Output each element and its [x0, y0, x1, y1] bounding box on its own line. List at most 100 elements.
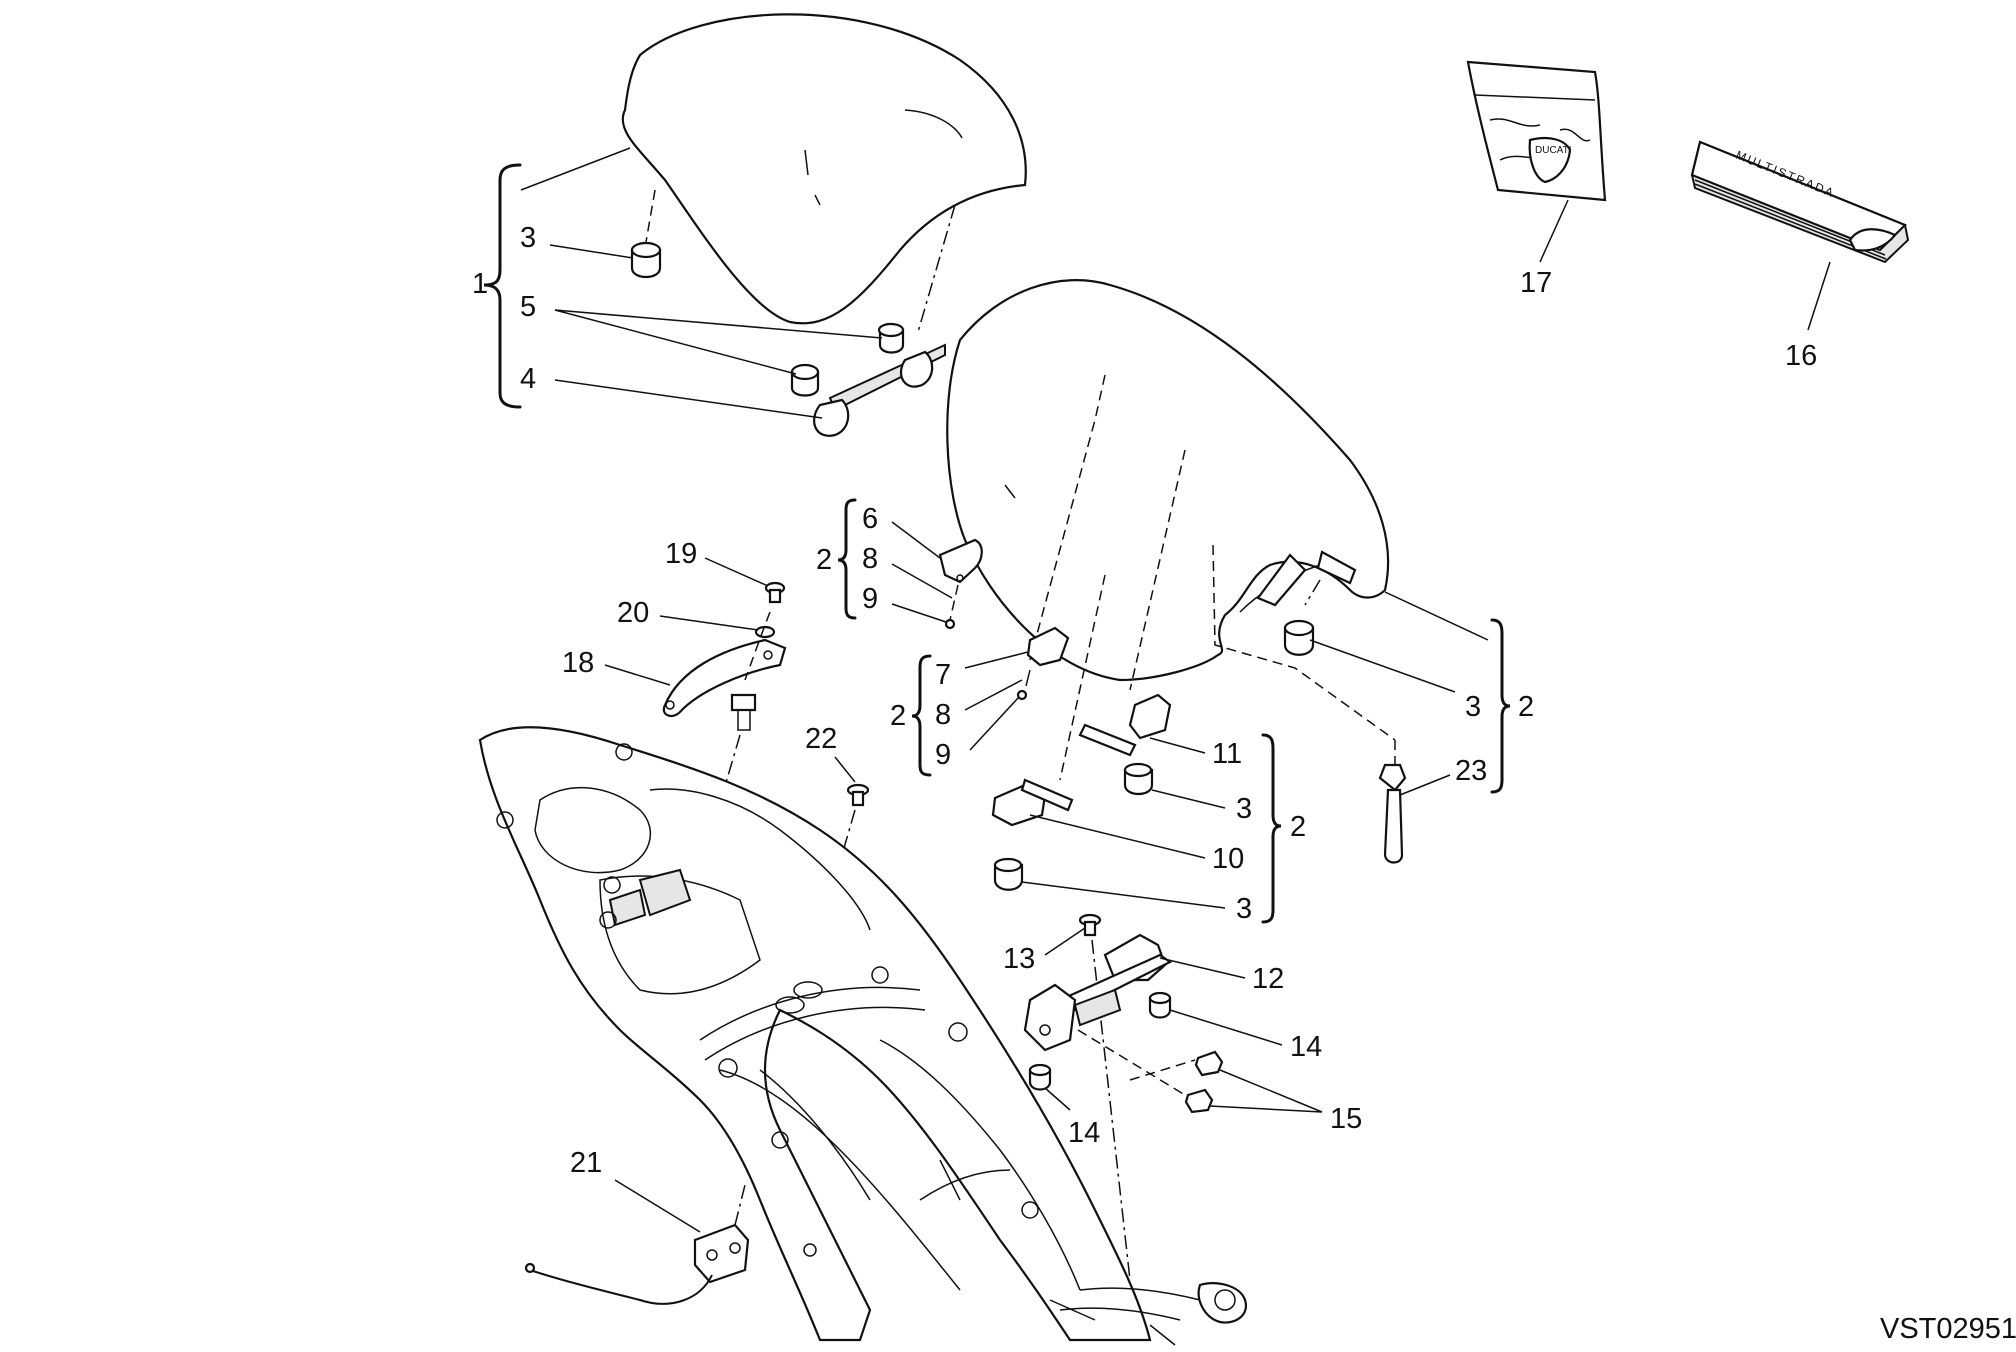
- leader-18: [604, 664, 671, 686]
- leader-5a: [554, 309, 797, 375]
- callout-13: 13: [1003, 943, 1035, 975]
- leader-23: [1399, 774, 1451, 796]
- washer-part-20: [754, 625, 776, 639]
- callout-17: 17: [1520, 267, 1552, 299]
- rider-seat-guide-line: [1059, 574, 1106, 781]
- guide-line-15: [1129, 1059, 1196, 1081]
- clip-part-15: [1184, 1050, 1224, 1114]
- callout-8: 8: [862, 543, 878, 575]
- callout-14: 14: [1290, 1031, 1322, 1063]
- leader-22: [834, 756, 856, 783]
- seat-bracket-part-12: [1023, 933, 1173, 1052]
- rear-seat: [621, 13, 1027, 325]
- callout-3: 3: [1236, 893, 1252, 925]
- leader-rider-seat: [1384, 591, 1489, 641]
- callout-8: 8: [935, 699, 951, 731]
- owner-manual-part-16: MULTISTRADA: [1690, 140, 1910, 264]
- rubber-pad-part-14: [1028, 991, 1172, 1091]
- grab-handle-part-18: [662, 638, 787, 718]
- clip-part-7: [1016, 626, 1070, 701]
- leader-3: [549, 244, 634, 259]
- rider-seat-guide-line: [1304, 579, 1321, 606]
- drawing-id: VST02951: [1880, 1313, 2016, 1345]
- group-2-brace: [837, 498, 857, 620]
- guide-line-19: [744, 611, 771, 681]
- rubber-pad-part-3: [1283, 619, 1315, 656]
- leader-16: [1807, 261, 1831, 331]
- callout-20: 20: [617, 597, 649, 629]
- callout-22: 22: [805, 723, 837, 755]
- rear-seat-guide-line: [645, 189, 656, 243]
- callout-10: 10: [1212, 843, 1244, 875]
- leader-3: [1309, 639, 1456, 693]
- callout-7: 7: [935, 659, 951, 691]
- seat-lock-part-21: [524, 1223, 750, 1305]
- leader-rear-seat: [520, 147, 631, 191]
- group-1-brace: [483, 163, 522, 409]
- leader-9: [969, 697, 1019, 751]
- guide-line-21: [734, 1184, 746, 1226]
- guide-line-15: [1077, 1029, 1186, 1096]
- callout-4: 4: [520, 363, 536, 395]
- callout-15: 15: [1330, 1103, 1362, 1135]
- guide-line-6: [949, 584, 959, 621]
- pouch-logo-text: DUCATI: [1535, 145, 1571, 156]
- leader-15: [1219, 1069, 1323, 1113]
- leader-3: [1151, 789, 1226, 809]
- bolt-part-18: [730, 693, 757, 731]
- callout-2: 2: [816, 544, 832, 576]
- rider-seat-guide-line: [1212, 544, 1396, 741]
- leader-8: [964, 679, 1023, 711]
- screw-part-19: [764, 581, 786, 604]
- leader-17: [1539, 199, 1569, 263]
- leader-14: [1169, 1009, 1283, 1046]
- callout-23: 23: [1455, 755, 1487, 787]
- rear-subframe: [478, 726, 1248, 1346]
- leader-15: [1209, 1105, 1323, 1113]
- rear-seat-guide-line: [917, 204, 956, 333]
- leader-9: [891, 603, 947, 623]
- leader-21: [614, 1179, 701, 1233]
- callout-14: 14: [1068, 1117, 1100, 1149]
- cover-part-6: [938, 538, 983, 630]
- callout-3: 3: [1236, 793, 1252, 825]
- group-2-brace: [1490, 618, 1511, 794]
- leader-13: [1044, 927, 1086, 956]
- callout-3: 3: [520, 222, 536, 254]
- leader-3: [1021, 881, 1226, 909]
- seat-strap-part-23: [1378, 763, 1407, 864]
- leader-12: [1159, 957, 1246, 979]
- rider-seat-guide-line: [1129, 449, 1186, 691]
- leader-19: [704, 557, 769, 587]
- callout-2: 2: [890, 700, 906, 732]
- leader-8: [891, 563, 953, 599]
- callout-9: 9: [862, 583, 878, 615]
- leader-20: [659, 615, 759, 631]
- callout-19: 19: [665, 538, 697, 570]
- rider-seat-guide-line: [1029, 374, 1106, 661]
- callout-5: 5: [520, 291, 536, 323]
- group-2-brace: [911, 654, 932, 777]
- document-pouch-part-17: DUCATI: [1466, 60, 1607, 202]
- callout-3: 3: [1465, 691, 1481, 723]
- rubber-pad-part-3: [630, 241, 662, 279]
- latch-part-10: [991, 778, 1074, 891]
- plug-part-22: [846, 783, 870, 807]
- seat-bracket-part-4: [790, 322, 946, 437]
- leader-10: [1029, 814, 1206, 859]
- callout-9: 9: [935, 739, 951, 771]
- callout-1: 1: [472, 268, 488, 300]
- callout-16: 16: [1785, 340, 1817, 372]
- callout-21: 21: [570, 1147, 602, 1179]
- callout-2: 2: [1518, 691, 1534, 723]
- screw-part-13: [1078, 913, 1102, 937]
- callout-6: 6: [862, 503, 878, 535]
- leader-4: [554, 379, 823, 419]
- group-2-brace: [1261, 733, 1282, 924]
- leader-11: [1149, 737, 1206, 754]
- leader-7: [964, 651, 1029, 669]
- leader-6: [891, 521, 941, 559]
- leader-14: [1044, 1087, 1071, 1111]
- callout-2: 2: [1290, 811, 1306, 843]
